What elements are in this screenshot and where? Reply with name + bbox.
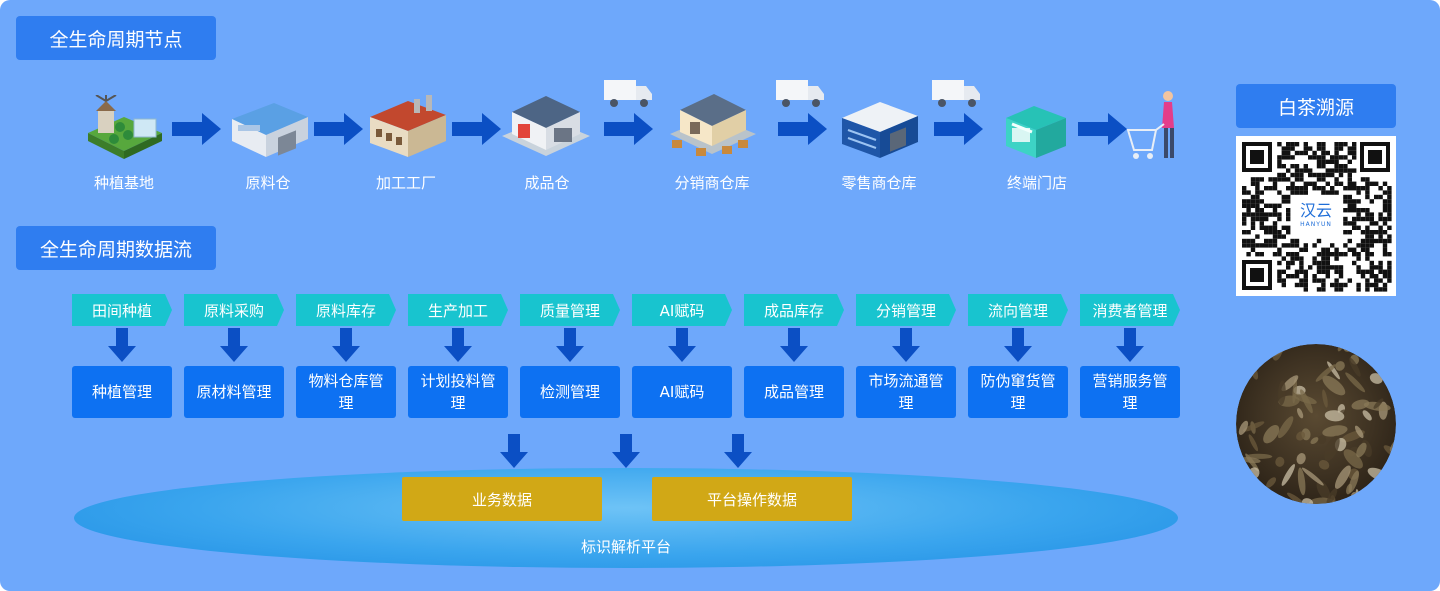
product-warehouse-icon xyxy=(502,96,590,156)
platform-label: 标识解析平台 xyxy=(580,538,671,556)
white-tea-image xyxy=(1236,344,1396,504)
arrow-down-icon xyxy=(220,328,248,362)
flow-tag: 分销管理 xyxy=(856,294,956,326)
flow-tag: 流向管理 xyxy=(968,294,1068,326)
arrow-right-icon xyxy=(452,113,501,145)
module-box: 计划投料管理 xyxy=(408,366,508,418)
flow-tag: 质量管理 xyxy=(520,294,620,326)
factory-icon xyxy=(370,95,446,157)
farm-icon xyxy=(88,95,162,159)
flow-tag: 生产加工 xyxy=(408,294,508,326)
node-label-retailer: 零售商仓库 xyxy=(841,174,917,192)
trace-title: 白茶溯源 xyxy=(1236,84,1396,128)
arrow-right-icon xyxy=(172,113,221,145)
qr-brand-sub: HANYUN xyxy=(1300,221,1332,228)
module-box: 物料仓库管理 xyxy=(296,366,396,418)
arrow-right-icon xyxy=(1078,113,1127,145)
arrow-down-icon xyxy=(612,434,640,468)
qr-brand: 汉云 xyxy=(1299,201,1332,220)
module-box: 防伪窜货管理 xyxy=(968,366,1068,418)
module-box: AI赋码 xyxy=(632,366,732,418)
module-box: 原材料管理 xyxy=(184,366,284,418)
arrow-down-icon xyxy=(1116,328,1144,362)
arrow-down-icon xyxy=(1004,328,1032,362)
lifecycle-nodes-header: 全生命周期节点 xyxy=(16,16,216,60)
arrow-down-icon xyxy=(892,328,920,362)
arrow-down-icon xyxy=(780,328,808,362)
arrow-right-icon xyxy=(314,113,363,145)
platform-ellipse xyxy=(74,468,1178,568)
retailer-warehouse-icon xyxy=(842,102,918,158)
business-data-box: 业务数据 xyxy=(402,477,602,521)
module-box: 成品管理 xyxy=(744,366,844,418)
truck-icon xyxy=(604,80,652,107)
node-label-factory: 加工工厂 xyxy=(375,174,436,192)
arrow-down-icon xyxy=(668,328,696,362)
raw-warehouse-icon xyxy=(232,103,308,157)
platform-operation-data-box: 平台操作数据 xyxy=(652,477,852,521)
flow-tag: AI赋码 xyxy=(632,294,732,326)
flow-tag: 消费者管理 xyxy=(1080,294,1180,326)
arrow-down-icon xyxy=(500,434,528,468)
flow-tag: 成品库存 xyxy=(744,294,844,326)
node-label-store: 终端门店 xyxy=(1006,174,1067,192)
module-box: 营销服务管理 xyxy=(1080,366,1180,418)
node-label-distributor: 分销商仓库 xyxy=(674,174,750,192)
distributor-warehouse-icon xyxy=(670,94,756,156)
arrow-down-icon xyxy=(556,328,584,362)
arrow-right-icon xyxy=(934,113,983,145)
module-box: 市场流通管理 xyxy=(856,366,956,418)
arrow-down-icon xyxy=(108,328,136,362)
arrow-down-icon xyxy=(724,434,752,468)
qr-code-icon xyxy=(1242,142,1392,292)
node-label-farm: 种植基地 xyxy=(93,174,154,192)
truck-icon xyxy=(776,80,824,107)
flow-tag: 原料库存 xyxy=(296,294,396,326)
module-box: 种植管理 xyxy=(72,366,172,418)
truck-icon xyxy=(932,80,980,107)
store-icon xyxy=(1006,106,1066,158)
module-box: 检测管理 xyxy=(520,366,620,418)
shopper-cart-icon xyxy=(1126,91,1174,159)
flow-tag: 原料采购 xyxy=(184,294,284,326)
node-label-product-warehouse: 成品仓 xyxy=(524,174,570,192)
arrow-down-icon xyxy=(444,328,472,362)
arrow-down-icon xyxy=(332,328,360,362)
arrow-right-icon xyxy=(604,113,653,145)
arrow-right-icon xyxy=(778,113,827,145)
flow-tag: 田间种植 xyxy=(72,294,172,326)
data-flow-header: 全生命周期数据流 xyxy=(16,226,216,270)
qr-code[interactable]: 汉云 HANYUN xyxy=(1236,136,1396,296)
node-label-raw-warehouse: 原料仓 xyxy=(245,174,291,192)
